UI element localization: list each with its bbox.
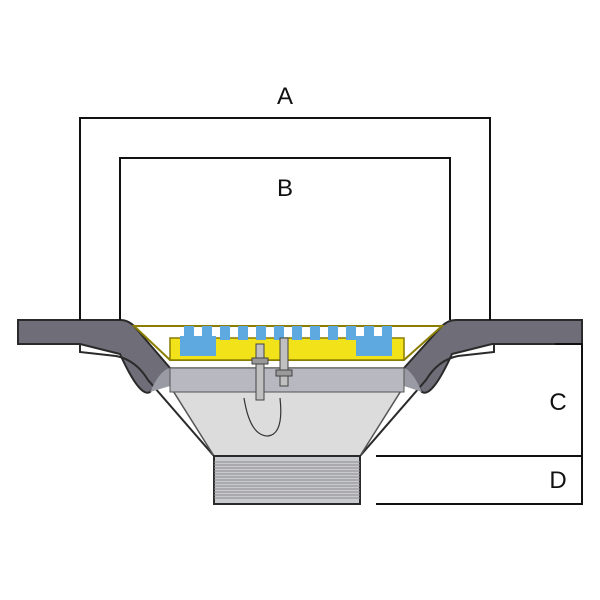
label-a: A [277, 83, 293, 110]
grate-bar [256, 326, 266, 340]
grate-bar [184, 326, 194, 340]
grate-bar [346, 326, 356, 340]
grate-assembly [131, 325, 445, 401]
funnel-shade-right [404, 368, 422, 392]
bolt-nut-right [275, 369, 293, 377]
grate-bar [274, 326, 284, 340]
slab-left [17, 319, 172, 394]
dimension-lines [79, 117, 583, 505]
grate-bar [292, 326, 302, 340]
grate-bars [184, 326, 392, 340]
dimension-d-bracket [376, 456, 583, 505]
dimension-a-bracket [79, 117, 491, 320]
label-c: C [549, 389, 566, 416]
grate-bar [238, 326, 248, 340]
pipe-threads [214, 461, 360, 499]
funnel-shade-left [150, 368, 170, 392]
slab-right [402, 319, 583, 394]
grate-bar-left-block [180, 336, 216, 356]
grate-bar [364, 326, 374, 340]
dimension-b-bracket [119, 157, 451, 320]
grate-bar [310, 326, 320, 340]
grate-bar [328, 326, 338, 340]
grate-bar [220, 326, 230, 340]
grate-bar [382, 326, 392, 340]
grate-bar [202, 326, 212, 340]
bolt-left [255, 343, 265, 401]
label-d: D [549, 467, 566, 494]
seal-ellipse [243, 397, 282, 437]
bolt-nut-left [251, 357, 269, 365]
outlet-pipe [213, 455, 361, 505]
dimension-c-bracket [376, 343, 583, 457]
bolt-right [279, 337, 289, 387]
label-b: B [277, 175, 293, 202]
grate-bar-right-block [356, 336, 392, 356]
